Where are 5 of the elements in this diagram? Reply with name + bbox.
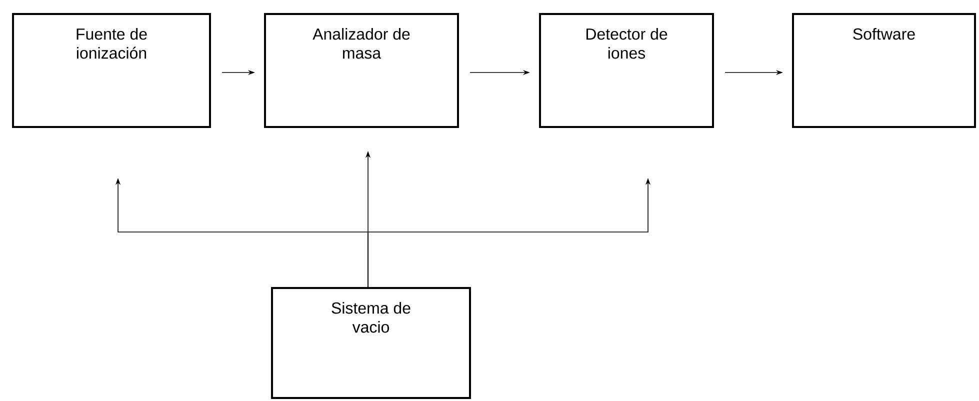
component-box: Fuente de ionización — [12, 13, 212, 128]
component-box: Detector de iones — [539, 13, 714, 128]
component-box: Software — [792, 13, 976, 128]
component-box: Analizador de masa — [264, 13, 459, 128]
component-box: Sistema de vacio — [271, 287, 471, 399]
